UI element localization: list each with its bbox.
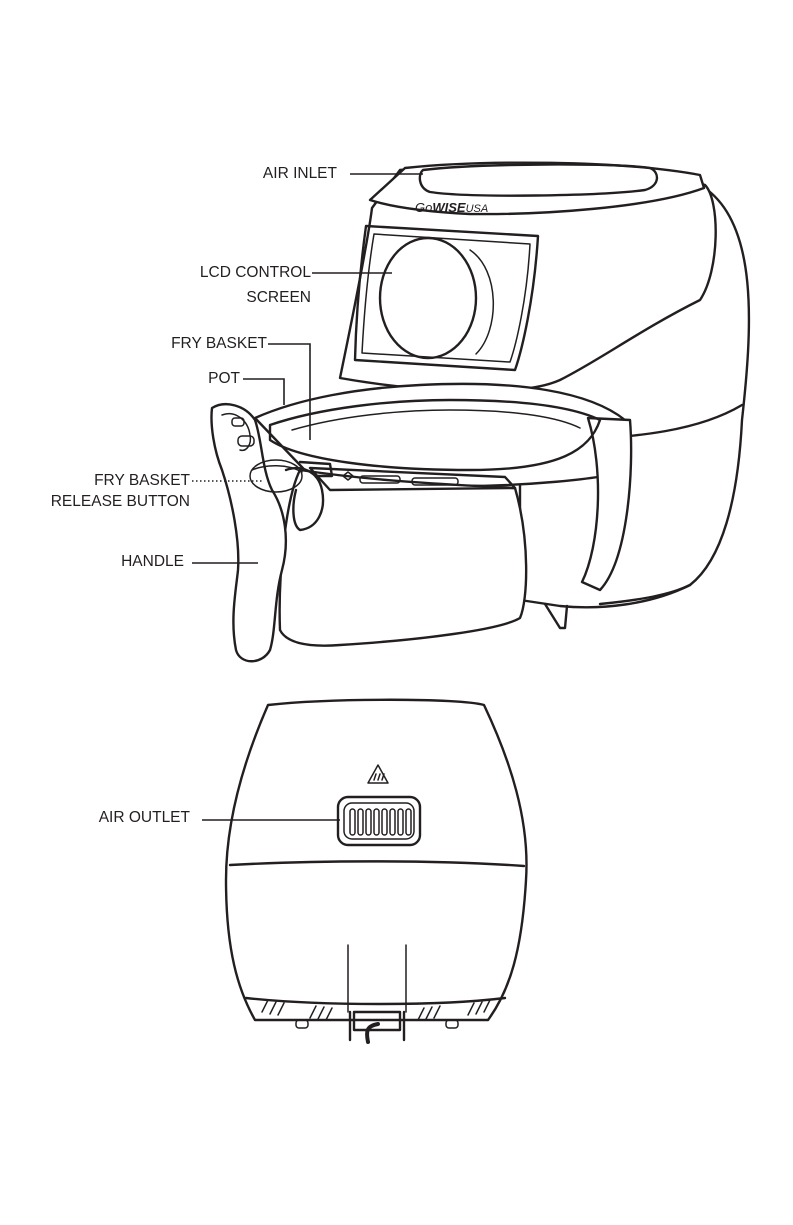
rear-foot-right	[446, 1020, 458, 1028]
label-lcd-control-screen-line1: LCD CONTROL	[200, 263, 311, 283]
brand-logo: GoWISEUSA	[415, 200, 488, 215]
base-foot	[545, 604, 567, 628]
label-air-outlet: AIR OUTLET	[99, 808, 190, 828]
label-handle: HANDLE	[121, 552, 184, 572]
drawer-front-panel	[280, 470, 526, 646]
label-fry-basket-release-button-line1: FRY BASKET	[94, 471, 190, 491]
front-view-drawing: GoWISEUSA	[211, 163, 748, 662]
label-fry-basket-release-button-line2: RELEASE BUTTON	[51, 492, 190, 512]
power-cord	[367, 1024, 378, 1042]
label-lcd-control-screen-line2: SCREEN	[246, 288, 311, 308]
label-fry-basket: FRY BASKET	[171, 334, 267, 354]
rear-foot-left	[296, 1020, 308, 1028]
rear-view-drawing	[226, 700, 527, 1042]
label-pot: POT	[208, 369, 240, 389]
leader-pot	[243, 379, 284, 405]
label-air-inlet: AIR INLET	[263, 164, 337, 184]
rear-body-outline	[226, 700, 527, 1020]
